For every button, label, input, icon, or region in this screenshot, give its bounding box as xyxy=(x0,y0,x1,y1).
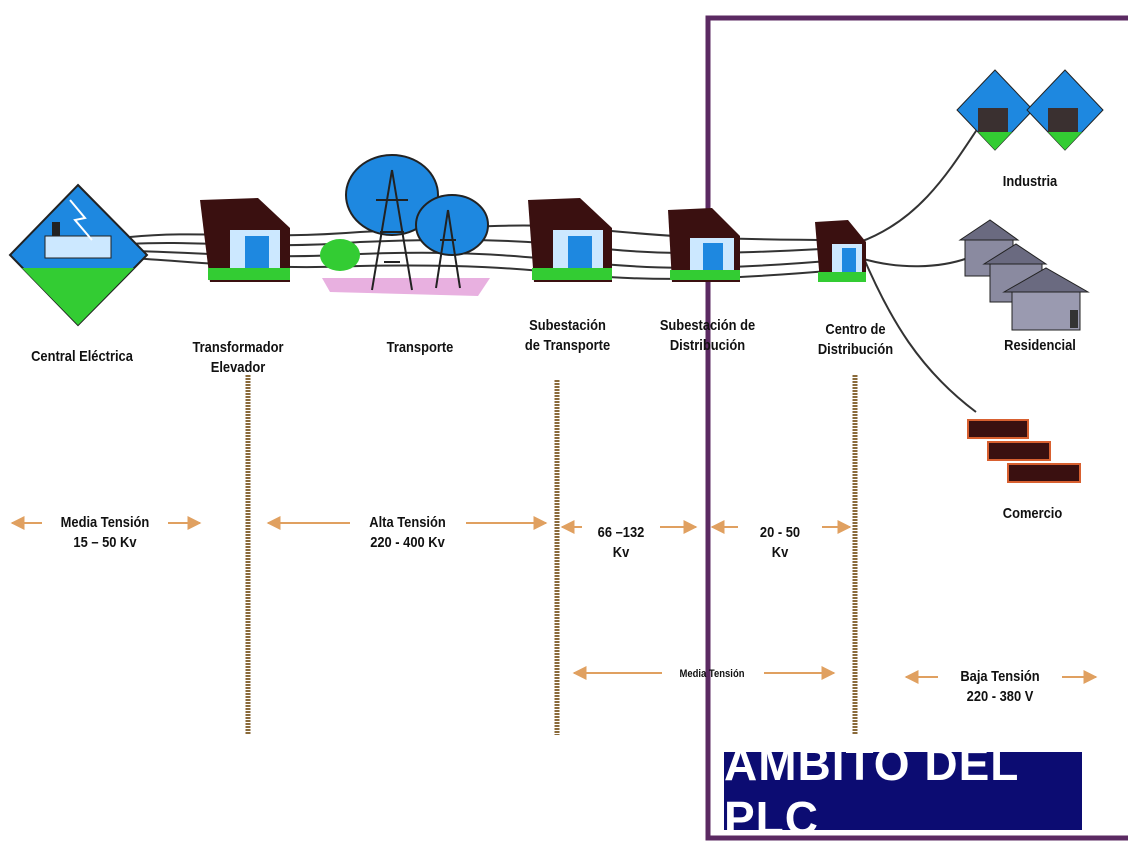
distribution-center-icon xyxy=(815,220,866,282)
label-residencial: Residencial xyxy=(1004,337,1076,354)
industry-icon xyxy=(956,69,1104,151)
plc-scope-title: ÁMBITO DEL PLC xyxy=(724,738,1019,844)
plc-scope-title-box: ÁMBITO DEL PLC xyxy=(724,738,1082,844)
label-66-132-kv: 66 –132 Kv xyxy=(597,524,645,561)
label-media-tension-2: Media Tensión xyxy=(679,668,745,680)
label-transporte: Transporte xyxy=(386,339,454,356)
label-baja-tension: Baja Tensión 220 - 380 V xyxy=(960,668,1040,705)
commerce-icon xyxy=(967,419,1081,483)
transport-substation-icon xyxy=(528,198,612,282)
label-subestacion-distribucion: Subestación de Distribución xyxy=(659,317,756,354)
residential-icon xyxy=(958,219,1090,331)
power-plant-icon xyxy=(8,183,149,327)
label-central-electrica: Central Eléctrica xyxy=(31,348,133,365)
label-centro-distribucion: Centro de Distribución xyxy=(817,321,894,358)
transformer-icon xyxy=(200,198,290,282)
distribution-substation-icon xyxy=(668,208,740,282)
voltage-arrows xyxy=(10,516,1098,684)
label-alta-tension: Alta Tensión 220 - 400 Kv xyxy=(369,514,446,551)
stage-divider-lines xyxy=(245,375,858,735)
label-media-tension-1: Media Tensión 15 – 50 Kv xyxy=(60,514,150,551)
label-transformador-elevador: Transformador Elevador xyxy=(192,339,284,376)
label-20-50-kv: 20 - 50 Kv xyxy=(759,524,801,561)
plc-scope-frame xyxy=(705,15,1128,841)
label-industria: Industria xyxy=(1002,173,1058,190)
transmission-tower-icon xyxy=(320,154,490,296)
label-comercio: Comercio xyxy=(1002,505,1063,522)
label-subestacion-transporte: Subestación de Transporte xyxy=(524,317,611,354)
